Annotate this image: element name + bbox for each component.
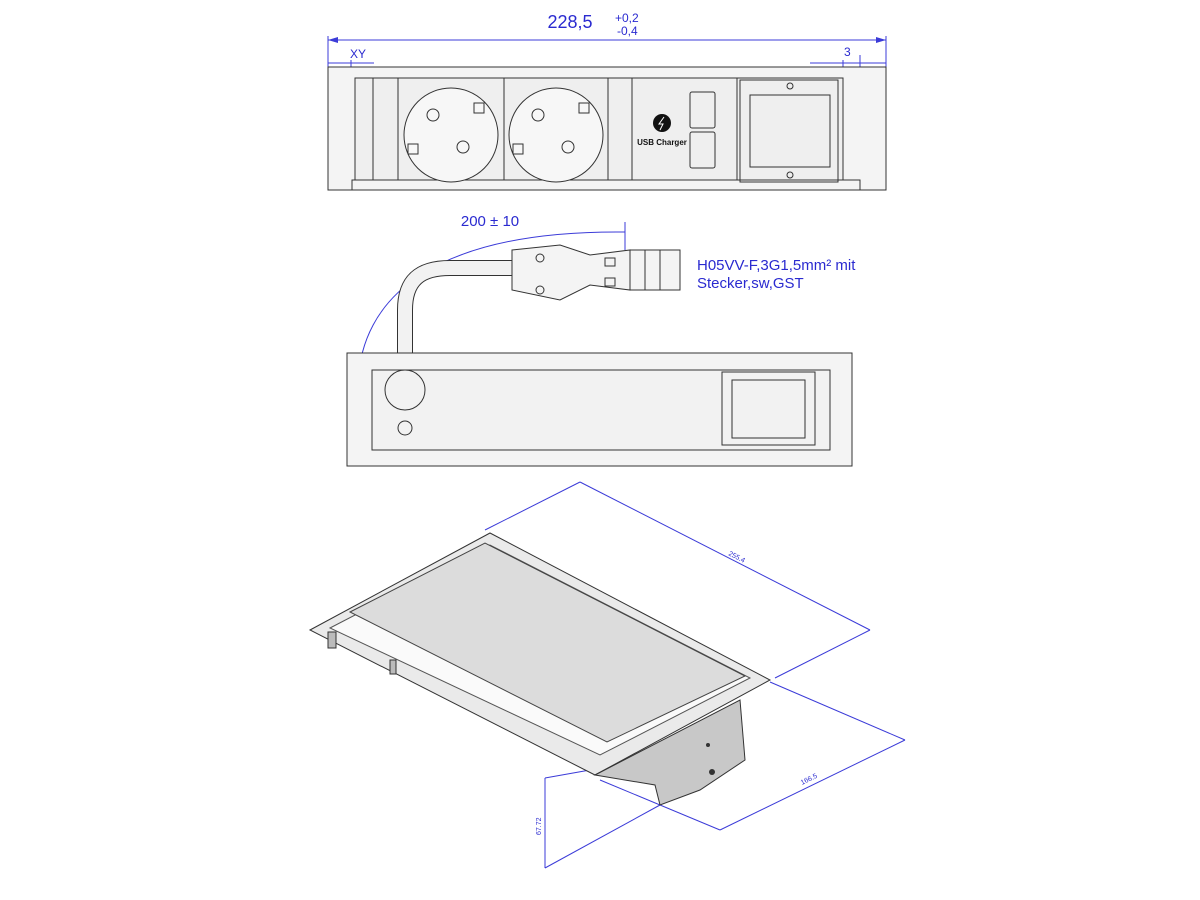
height-dimension: 67.72 bbox=[536, 817, 543, 835]
top-view: 228,5 +0,2 -0,4 XY 3 USB Charger bbox=[327, 11, 887, 191]
mounting-bracket bbox=[593, 699, 746, 806]
cable-view: 200 ± 10 H05VV-F,3G1,5mm² mit Stecker,sw… bbox=[346, 213, 856, 467]
tolerance-lower: -0,4 bbox=[617, 24, 638, 38]
width-dimension-line bbox=[719, 739, 906, 831]
length-dimension: 255.4 bbox=[727, 551, 746, 565]
usb-port bbox=[689, 131, 716, 169]
schuko-socket bbox=[508, 87, 604, 183]
width-dimension: 166.5 bbox=[800, 773, 819, 787]
connector-plug bbox=[511, 244, 681, 301]
overall-dimension: 228,5 bbox=[547, 12, 592, 32]
tolerance-upper: +0,2 bbox=[615, 11, 639, 25]
lightning-icon bbox=[653, 114, 671, 132]
module-frame bbox=[739, 79, 839, 183]
isometric-view: 255.4 166.5 67.72 bbox=[308, 481, 906, 869]
usb-port bbox=[689, 91, 716, 129]
cable-length-dimension: 200 ± 10 bbox=[461, 213, 519, 230]
xy-offset-label: XY bbox=[350, 47, 366, 61]
lid bbox=[348, 542, 747, 743]
module-opening bbox=[721, 371, 816, 446]
cable-spec-line2: Stecker,sw,GST bbox=[697, 275, 804, 292]
cable-spec-line1: H05VV-F,3G1,5mm² mit bbox=[697, 257, 856, 274]
cable bbox=[398, 261, 512, 390]
schuko-socket bbox=[403, 87, 499, 183]
length-dimension-line bbox=[579, 481, 871, 631]
usb-charger-label: USB Charger bbox=[637, 138, 687, 147]
right-offset-label: 3 bbox=[844, 45, 851, 59]
